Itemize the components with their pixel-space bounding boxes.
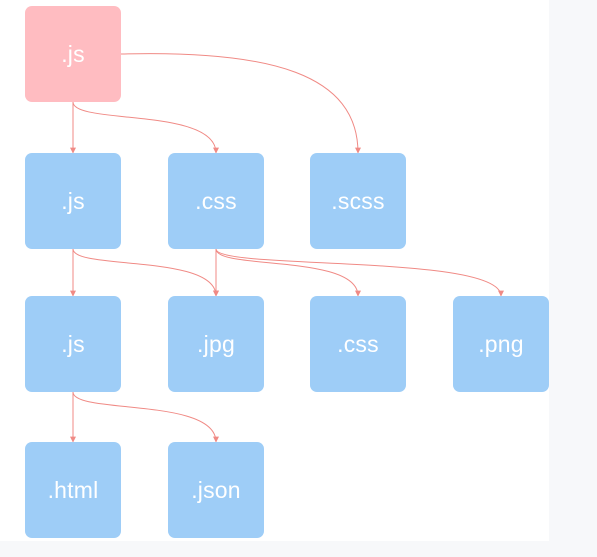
node-label: .js xyxy=(61,40,85,67)
node-js[interactable]: .js xyxy=(25,153,121,249)
node-label: .html xyxy=(47,476,99,503)
node-label: .scss xyxy=(331,187,385,214)
node-json[interactable]: .json xyxy=(168,442,264,538)
node-jpg[interactable]: .jpg xyxy=(168,296,264,392)
node-root-js[interactable]: .js xyxy=(25,6,121,102)
node-label: .css xyxy=(337,330,379,357)
node-label: .js xyxy=(61,187,85,214)
node-js[interactable]: .js xyxy=(25,296,121,392)
node-png[interactable]: .png xyxy=(453,296,549,392)
node-label: .js xyxy=(61,330,85,357)
node-label: .png xyxy=(478,330,524,357)
node-label: .json xyxy=(191,476,241,503)
node-html[interactable]: .html xyxy=(25,442,121,538)
node-css[interactable]: .css xyxy=(310,296,406,392)
node-label: .css xyxy=(195,187,237,214)
node-css[interactable]: .css xyxy=(168,153,264,249)
node-label: .jpg xyxy=(197,330,235,357)
node-scss[interactable]: .scss xyxy=(310,153,406,249)
